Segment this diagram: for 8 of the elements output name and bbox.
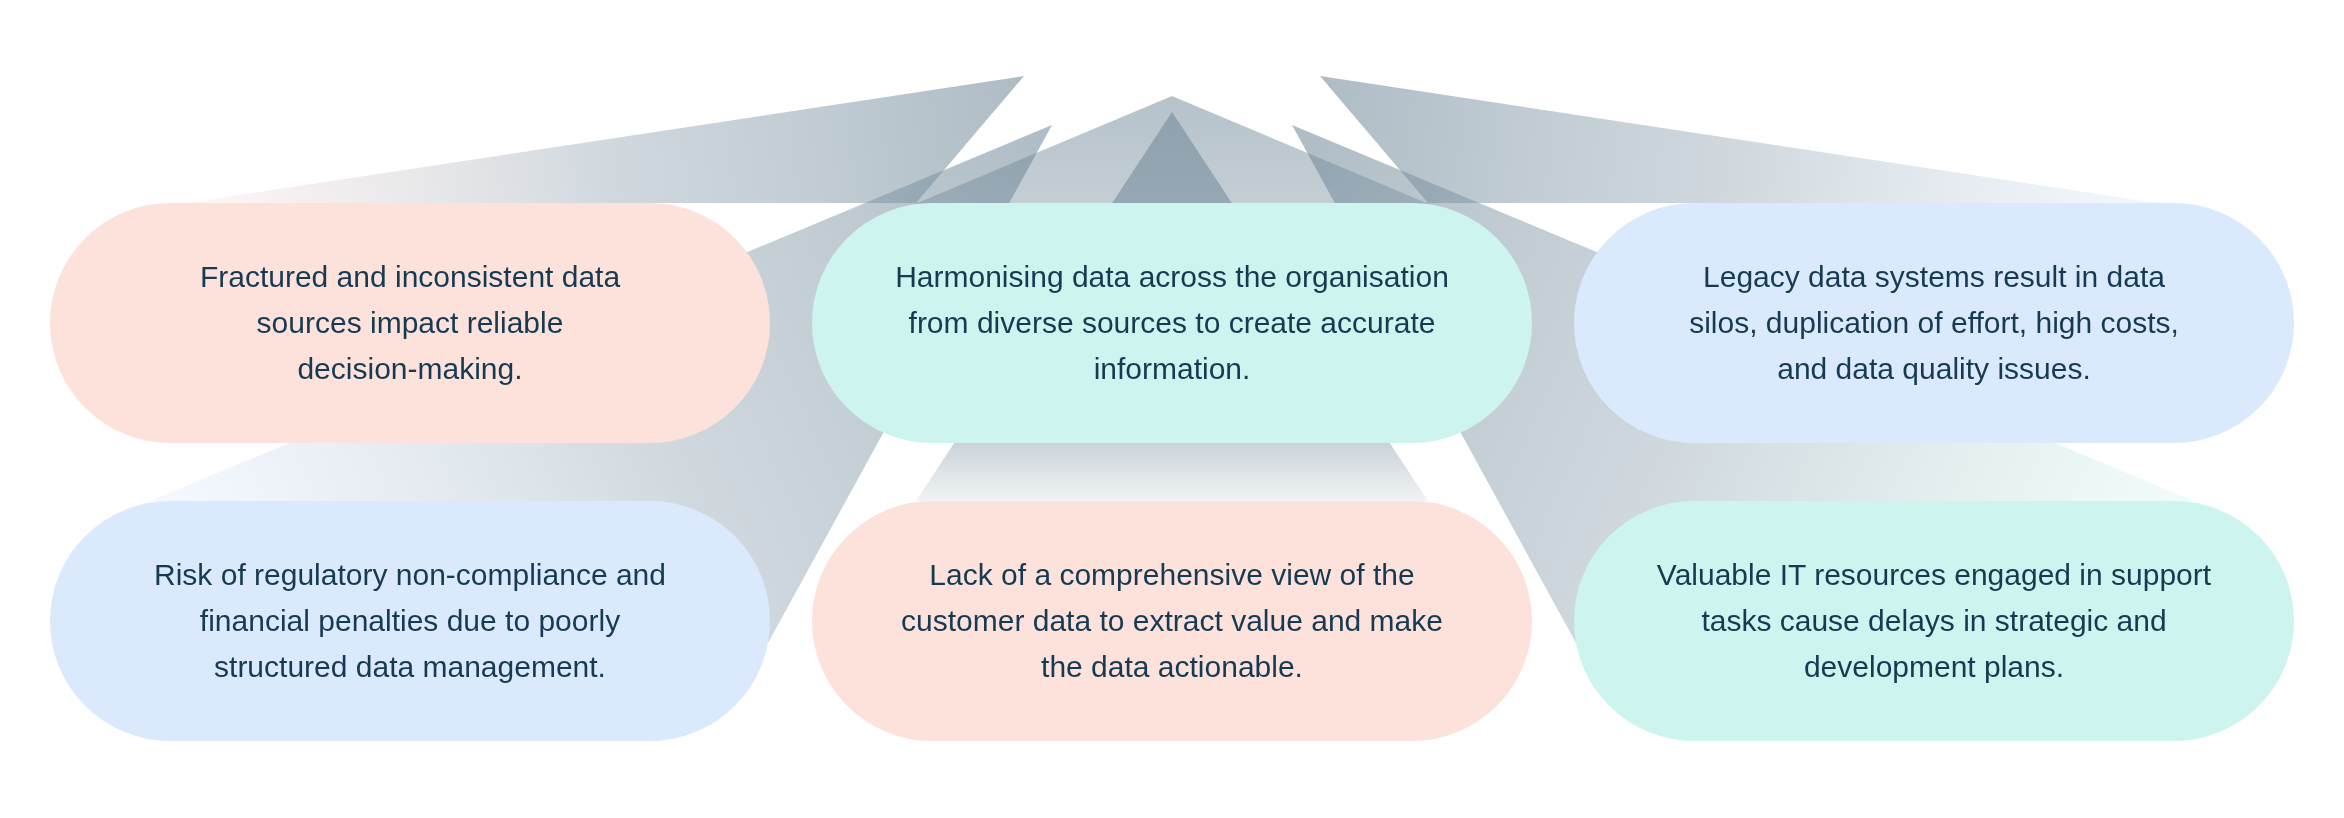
light-beam — [187, 76, 1024, 203]
card-text: Harmonising data across the organisation from diverse sources to create accurate information. — [894, 259, 1450, 387]
card-text: Lack of a comprehensive view of the customer data to extract value and make the data actionable. — [900, 557, 1444, 685]
card-text: Risk of regulatory non-compliance and financial penalties due to poorly structured data management. — [153, 557, 667, 685]
light-beam — [1320, 76, 2157, 203]
card-text: Valuable IT resources engaged in support tasks cause delays in strategic and development plans. — [1655, 557, 2213, 685]
card-text: Legacy data systems result in data silos, duplication of effort, high costs, and data quality issues. — [1688, 259, 2180, 387]
card-text: Fractured and inconsistent data sources impact reliable decision-making. — [198, 259, 622, 387]
